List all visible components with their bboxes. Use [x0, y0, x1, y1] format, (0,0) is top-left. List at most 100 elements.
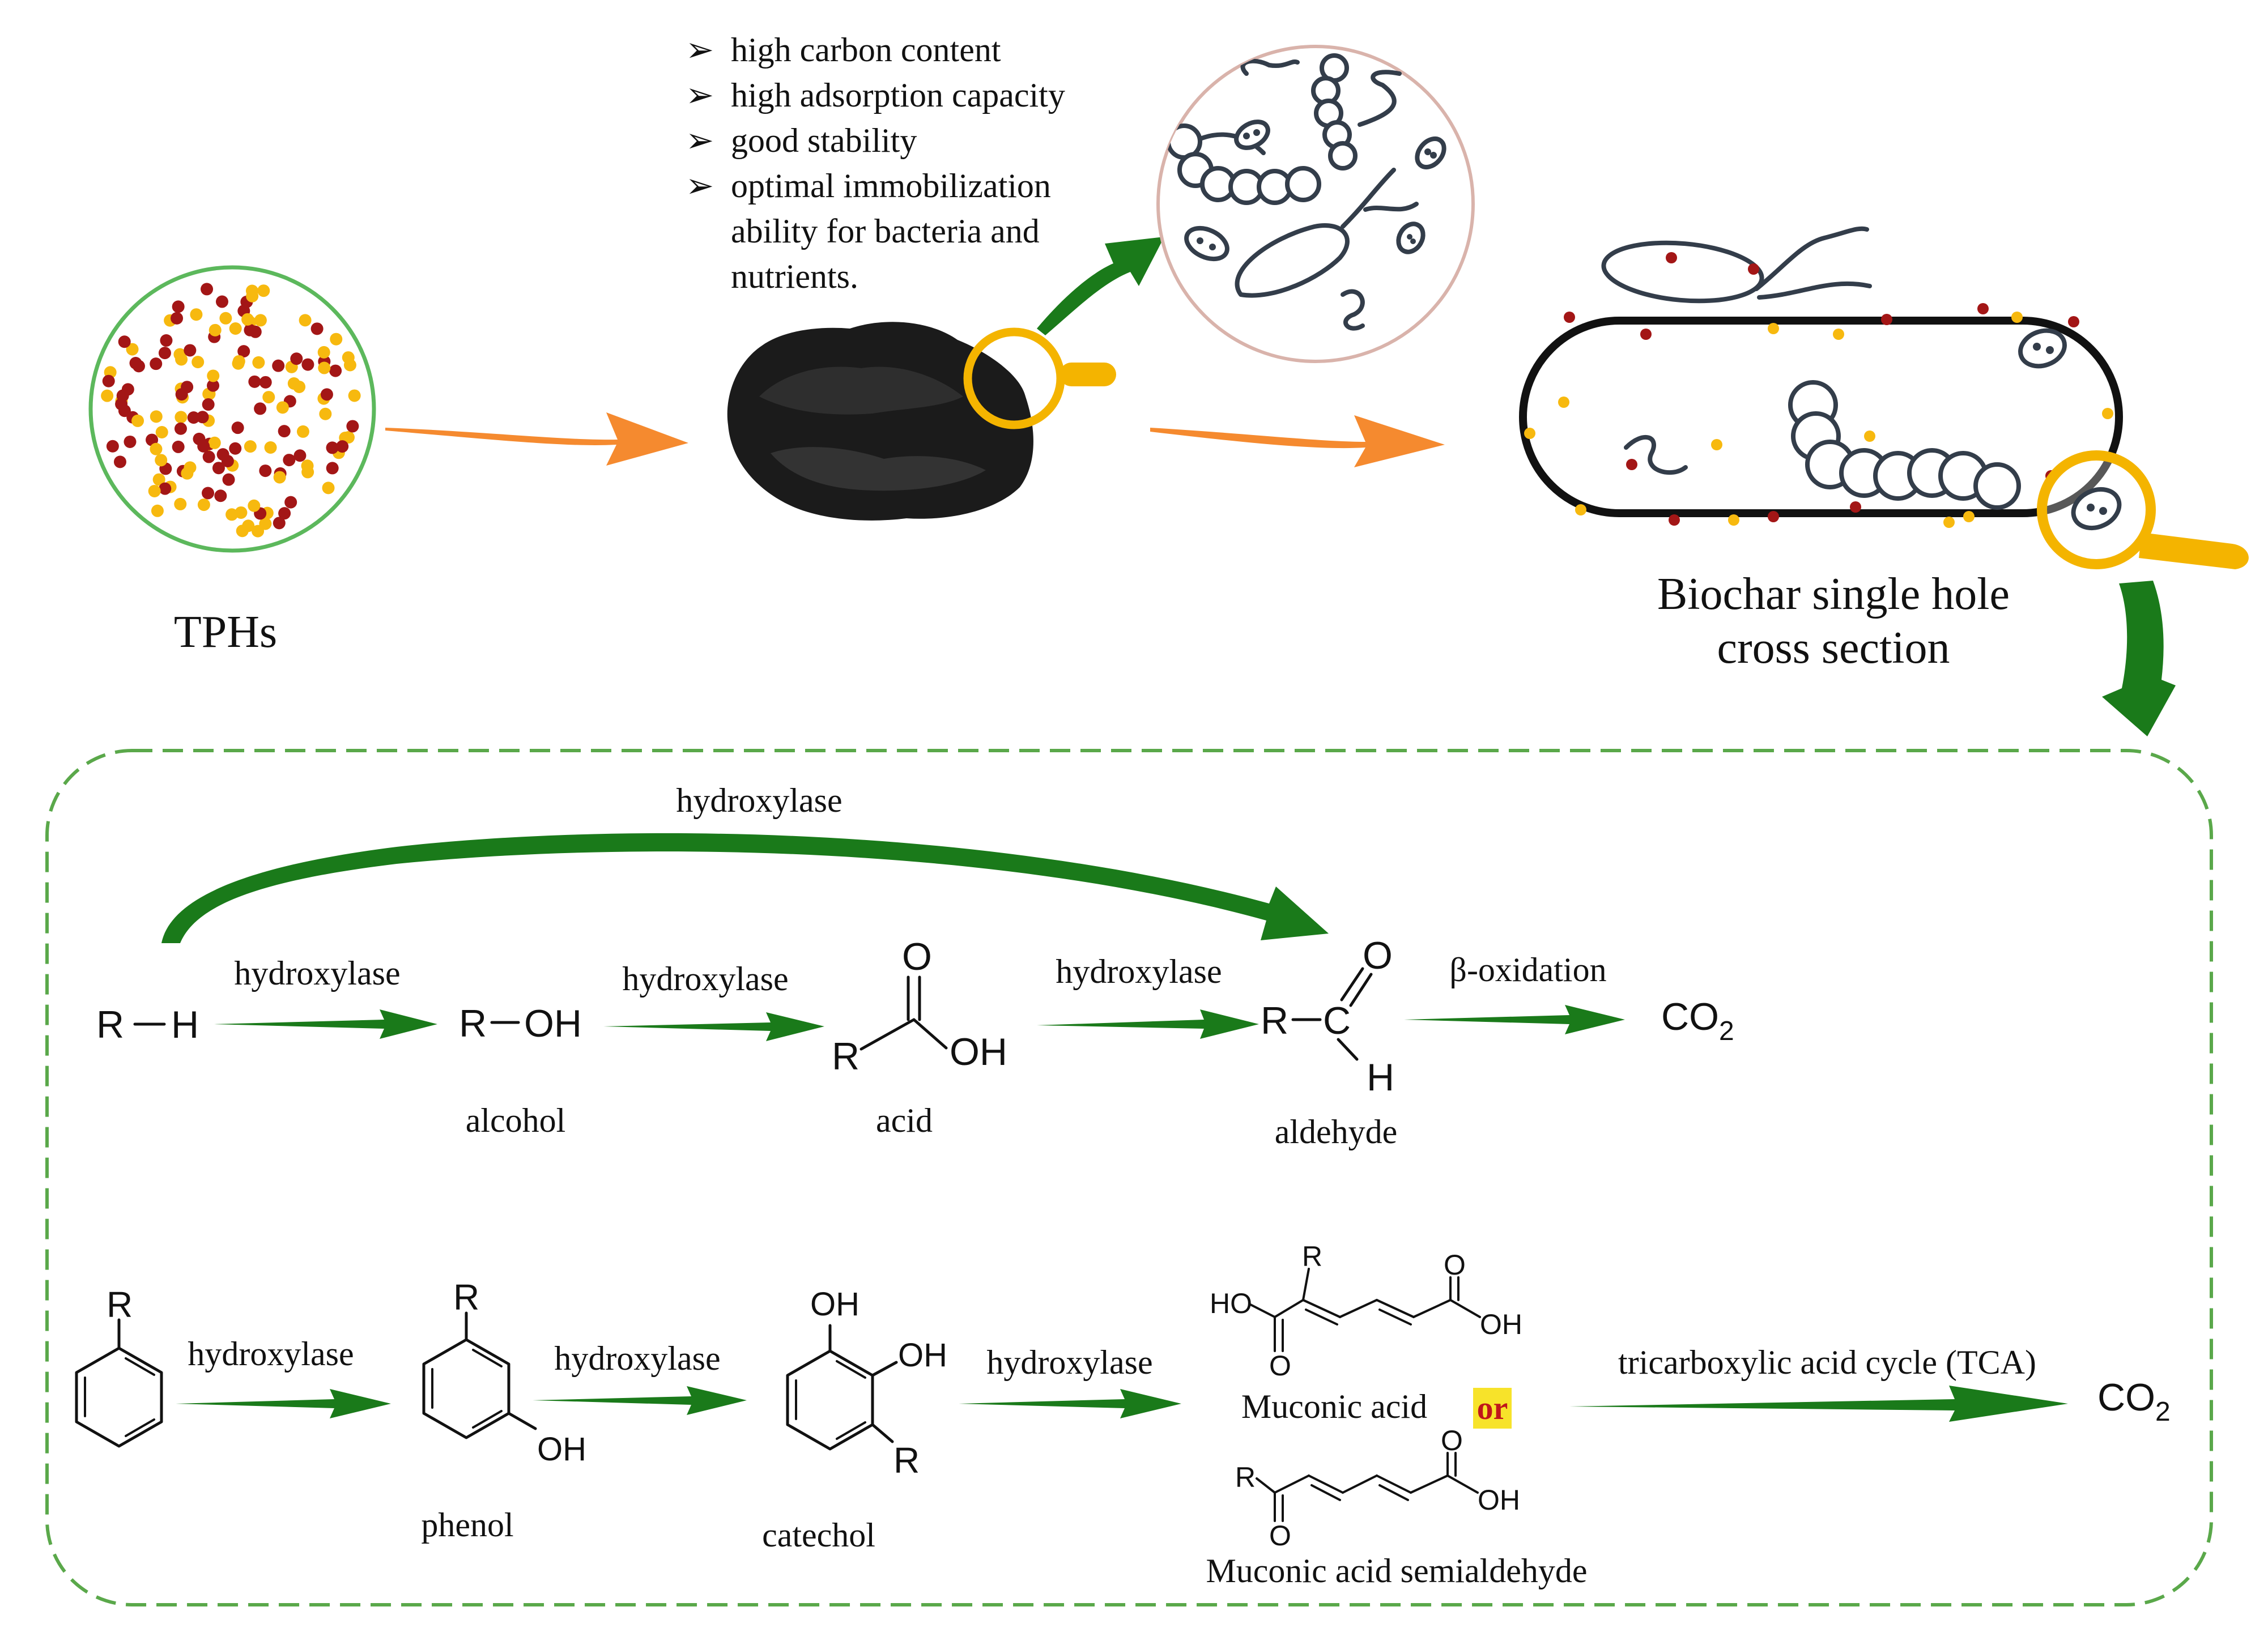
tph-particle [229, 322, 242, 335]
tph-particle [284, 496, 297, 509]
tph-particle [348, 389, 361, 402]
step-arrow [176, 1389, 391, 1418]
acid-bond [859, 1018, 916, 1051]
bullet-icon: ➢ [686, 76, 714, 114]
step-arrow [1037, 1009, 1259, 1039]
tph-particle [272, 359, 285, 372]
tph-particle [1864, 431, 1875, 442]
muconic-o-atom: O [1269, 1350, 1291, 1382]
tph-particle [184, 461, 197, 474]
tph-particle [155, 426, 168, 439]
tph-particle [2011, 312, 2023, 323]
tph-particle [101, 389, 114, 402]
catechol-oh-group: OH [898, 1337, 947, 1374]
tph-particle [158, 347, 171, 360]
tph-particle [317, 346, 330, 359]
tph-particle [273, 517, 286, 530]
tph-particle [1558, 397, 1569, 408]
tph-particle [207, 379, 220, 392]
aromatic-pathway: R hydroxylase R OH phenol hydroxylase OH [75, 1241, 2171, 1589]
tph-particle [1640, 329, 1652, 340]
phenol-label: phenol [421, 1506, 513, 1544]
phenol-r-group: R [453, 1277, 479, 1318]
alkane-pathway: hydroxylase R H hydroxylase R OH alcohol… [96, 782, 1734, 1150]
tph-particle [155, 454, 168, 467]
step-arrow [533, 1386, 747, 1415]
tph-particle [1748, 263, 1759, 275]
tph-particle [254, 402, 267, 415]
tph-particle [242, 519, 255, 532]
beta-oxidation-label: β-oxidation [1449, 951, 1606, 988]
aldehyde-r-atom: R [1261, 999, 1288, 1042]
step-arrow [603, 1012, 824, 1041]
tph-particle [219, 312, 232, 325]
or-label: or [1477, 1390, 1508, 1426]
tph-particle [1768, 511, 1779, 522]
tph-particle [249, 325, 262, 338]
tph-particle [299, 314, 312, 327]
co2-product: CO2 [2097, 1376, 2171, 1427]
semialdehyde-o-atom: O [1441, 1425, 1463, 1456]
tph-particle [151, 504, 164, 517]
tph-particle [148, 484, 161, 497]
pathway-box [45, 749, 2213, 1606]
aldehyde-double-bond [1349, 973, 1373, 1007]
tph-particle [330, 333, 343, 346]
tph-particle [102, 374, 115, 387]
tph-particle [322, 481, 335, 495]
tph-particle [190, 308, 203, 321]
tph-particle [343, 359, 356, 372]
tca-label: tricarboxylic acid cycle (TCA) [1618, 1344, 2036, 1381]
tph-particle [172, 440, 185, 453]
tph-particle [1833, 329, 1844, 340]
tph-particle [175, 353, 188, 366]
tph-particle [1666, 252, 1677, 263]
tph-particle [175, 388, 188, 401]
tph-particle [293, 380, 306, 393]
process-arrow-1 [385, 412, 688, 466]
alcohol-r-atom: R [459, 1002, 487, 1045]
tph-particle [202, 450, 215, 463]
tph-particle [254, 314, 267, 327]
bullet-icon: ➢ [686, 122, 714, 159]
tph-particle [278, 425, 291, 438]
tph-particle [231, 421, 244, 434]
tph-particle [174, 497, 187, 510]
biochar-pore-cross-section [1519, 226, 2123, 528]
tph-particle [232, 355, 245, 368]
tph-particle [318, 361, 331, 374]
tph-particle [259, 376, 272, 389]
tph-particle [301, 358, 314, 371]
muconic-acid-structure: HO O R O OH [1210, 1241, 1522, 1382]
acid-r-atom: R [832, 1035, 859, 1078]
tph-particle [264, 441, 277, 454]
aldehyde-double-bond [1340, 967, 1364, 1001]
tph-particle [116, 389, 129, 402]
curved-enzyme-label: hydroxylase [676, 782, 842, 819]
tph-particle [187, 411, 200, 424]
tph-particle [222, 473, 235, 486]
muconic-semialdehyde-structure: R O O OH [1235, 1425, 1520, 1552]
alcohol-label: alcohol [466, 1102, 566, 1139]
rh-h-atom: H [171, 1003, 199, 1046]
tph-particle [248, 499, 261, 512]
magnifying-glass-icon [2037, 450, 2249, 569]
tph-particle [235, 506, 248, 519]
aldehyde-bond [1337, 1038, 1359, 1061]
semialdehyde-r-group: R [1235, 1461, 1256, 1493]
property-text: high adsorption capacity [731, 76, 1065, 114]
aldehyde-label: aldehyde [1275, 1113, 1398, 1150]
step-enzyme-label: hydroxylase [554, 1340, 720, 1377]
property-text: high carbon content [731, 31, 1001, 69]
tph-particle [175, 411, 188, 424]
tph-particle [208, 436, 221, 449]
tph-particle [196, 411, 209, 424]
step-enzyme-label: hydroxylase [1056, 953, 1222, 990]
tph-particle [326, 441, 339, 454]
muconic-oh-group: OH [1480, 1309, 1522, 1340]
tph-particle [160, 334, 173, 347]
tph-particle [301, 459, 314, 472]
tph-particle [150, 357, 163, 370]
alcohol-oh-group: OH [524, 1002, 582, 1045]
tph-particle [1881, 314, 1892, 325]
